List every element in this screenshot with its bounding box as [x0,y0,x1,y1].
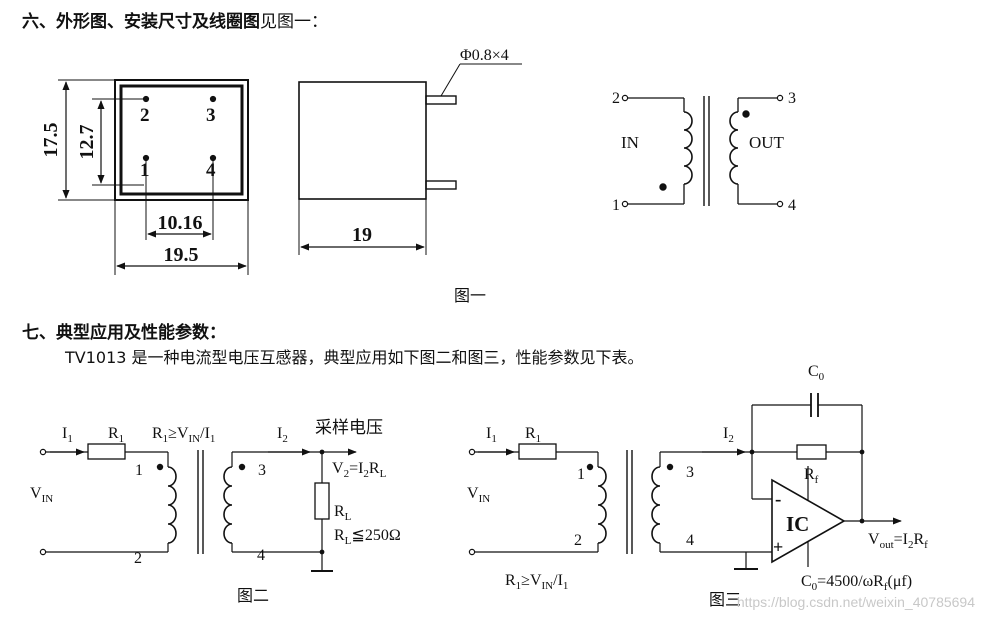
fig2-input-terminal-top [39,448,47,456]
dimension-depth-label: 19 [352,224,372,246]
resistor-r1 [87,443,126,460]
fig2-pin2-label: 2 [134,550,142,567]
secondary-coil [729,111,739,185]
fig2-r1-label: R1 [108,425,124,445]
side-pin-top [425,95,457,105]
figure-1-caption: 图一 [454,286,486,305]
fig3-resistor-r1 [518,443,557,460]
primary-polarity-dot [659,183,667,191]
op-amp-minus-label: - [775,489,781,510]
fig3-i2-label: I2 [723,425,734,445]
fig2-rl-label: RL [334,503,352,523]
dimension-width-label: 19.5 [164,244,199,266]
fig3-vin-label: VIN [467,485,490,505]
fig2-secondary-dot [238,463,246,471]
fig2-i2-label: I2 [277,425,288,445]
top-view-inner-frame [119,84,244,196]
dimension-pin-vertical-label: 12.7 [76,125,98,160]
fig2-vin-label: VIN [30,485,53,505]
secondary-polarity-dot [742,110,750,118]
figure-3 [468,393,902,570]
fig2-v2-formula: V2=I2RL [332,460,387,480]
terminal-2 [621,94,629,102]
vout-formula: Vout=I2Rf [868,531,928,551]
fig3-input-terminal-bottom [468,548,476,556]
fig3-condition-label: R1≥VIN/I1 [505,572,568,592]
fig3-secondary-dot [666,463,674,471]
primary-coil [683,111,693,185]
dimension-height-label: 17.5 [40,123,62,158]
pin-spec-label: Φ0.8×4 [460,47,509,64]
pin-label-4: 4 [206,160,216,181]
dimension-pin-horizontal-label: 10.16 [158,212,203,234]
coil-terminal-1-label: 1 [612,197,620,214]
terminal-1 [621,200,629,208]
coil-terminal-4-label: 4 [788,197,796,214]
c0-formula: C0=4500/ωRf(μf) [801,573,912,593]
top-view-outline [114,79,249,201]
pin-dot-3 [209,95,217,103]
pin-spec-leader [440,63,461,97]
intro-paragraph: TV1013 是一种电流型电压互感器，典型应用如下图二和图三，性能参数见下表。 [64,348,644,367]
figure-2 [39,443,357,572]
op-amp-ic [771,478,846,564]
fig2-input-terminal-bottom [39,548,47,556]
fig3-primary-coil [597,466,607,544]
coil-terminal-2-label: 2 [612,90,620,107]
rf-label: Rf [804,466,819,486]
figure-3-caption: 图三 [709,590,741,609]
resistor-rl [314,482,330,520]
terminal-4 [776,200,784,208]
pin-label-3: 3 [206,105,216,126]
watermark: https://blog.csdn.net/weixin_40785694 [737,594,975,610]
terminal-3 [776,94,784,102]
fig3-primary-dot [586,463,594,471]
fig2-i1-label: I1 [62,425,73,445]
figure-1 [58,63,784,275]
fig2-primary-dot [156,463,164,471]
in-label: IN [621,133,639,152]
fig2-rl-limit-label: RL≦250Ω [334,527,401,547]
fig3-pin1-label: 1 [577,466,585,483]
out-label: OUT [749,133,785,152]
fig2-primary-coil [167,466,177,544]
section-6-heading: 六、外形图、安装尺寸及线圈图见图一： [22,11,328,32]
resistor-rf [796,444,827,460]
fig3-i1-label: I1 [486,425,497,445]
fig2-pin1-label: 1 [135,462,143,479]
c0-label: C0 [808,363,825,383]
fig2-sample-voltage-label: 采样电压 [315,418,383,438]
section-7-heading: 七、典型应用及性能参数： [22,322,226,343]
pin-label-2: 2 [140,105,150,126]
coil-terminal-3-label: 3 [788,90,796,107]
fig3-pin4-label: 4 [686,532,694,549]
fig3-pin2-label: 2 [574,532,582,549]
fig2-pin3-label: 3 [258,462,266,479]
pin-label-1: 1 [140,160,150,181]
fig2-secondary-coil [223,466,233,544]
fig3-secondary-coil [651,466,661,544]
fig2-condition-label: R1≥VIN/I1 [152,425,215,445]
pin-dot-2 [142,95,150,103]
figure-2-caption: 图二 [237,586,269,605]
fig3-r1-label: R1 [525,425,541,445]
fig3-input-terminal-top [468,448,476,456]
ic-label: IC [786,512,809,536]
op-amp-plus-label: + [773,537,783,557]
side-pin-bottom [425,180,457,190]
fig3-pin3-label: 3 [686,464,694,481]
side-view-outline [298,81,427,200]
fig2-pin4-label: 4 [257,547,265,564]
